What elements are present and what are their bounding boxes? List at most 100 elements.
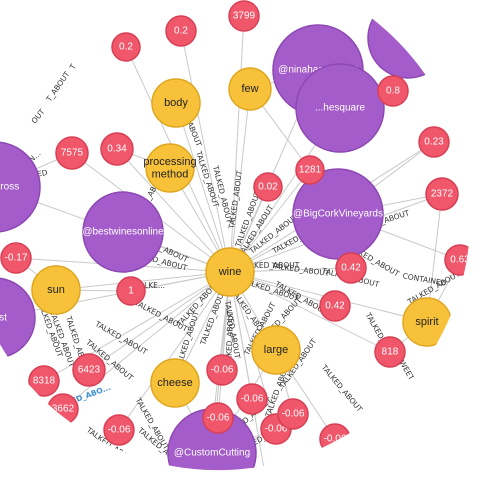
- node-circle[interactable]: [205, 247, 255, 297]
- graph-edge[interactable]: [55, 271, 231, 291]
- node-circle[interactable]: [374, 336, 406, 368]
- graph-node-concept[interactable]: few: [228, 67, 272, 111]
- node-circle[interactable]: [228, 67, 272, 111]
- graph-node-number[interactable]: 1: [116, 276, 146, 306]
- graph-node-number[interactable]: 0.23: [418, 126, 450, 158]
- graph-edge[interactable]: [88, 271, 231, 371]
- graph-node-concept[interactable]: spirit: [402, 297, 452, 347]
- graph-node-number[interactable]: 0.2: [165, 15, 197, 47]
- node-circle[interactable]: [0, 277, 36, 359]
- node-circle[interactable]: [184, 469, 226, 500]
- node-label: -0.06: [108, 425, 131, 436]
- graph-node-number[interactable]: 0.34: [100, 132, 134, 166]
- node-circle[interactable]: [236, 383, 268, 415]
- node-circle[interactable]: [490, 210, 500, 270]
- graph-edge[interactable]: [229, 88, 251, 273]
- node-circle[interactable]: [100, 132, 134, 166]
- graph-node-user[interactable]: @bestwinesonline: [82, 191, 164, 273]
- node-circle[interactable]: [335, 252, 367, 284]
- graph-edge[interactable]: [229, 271, 269, 492]
- graph-node-number[interactable]: 0.42: [335, 252, 367, 284]
- graph-node-user[interactable]: [367, 0, 449, 79]
- node-circle[interactable]: [165, 15, 197, 47]
- node-circle[interactable]: [55, 136, 89, 170]
- node-circle[interactable]: [245, 469, 291, 500]
- graph-node-user[interactable]: [490, 210, 500, 270]
- node-circle[interactable]: [151, 78, 201, 128]
- node-circle[interactable]: [418, 126, 450, 158]
- node-label: 7575: [61, 148, 84, 159]
- node-label: -0.06: [207, 413, 230, 424]
- node-circle[interactable]: [253, 172, 283, 202]
- graph-node-concept[interactable]: sun: [31, 265, 81, 315]
- node-circle[interactable]: [448, 388, 479, 420]
- graph-edge[interactable]: [180, 30, 231, 273]
- node-circle[interactable]: [82, 191, 164, 273]
- graph-node-user[interactable]: ...hesquare: [295, 63, 385, 153]
- graph-node-user[interactable]: otList: [0, 277, 36, 359]
- graph-node-number[interactable]: 1281: [295, 155, 325, 185]
- graph-node-number[interactable]: 7575: [55, 136, 89, 170]
- node-label: large: [264, 344, 288, 356]
- graph-edge[interactable]: [118, 271, 231, 431]
- node-circle[interactable]: [295, 155, 325, 185]
- graph-node-number[interactable]: 6423: [72, 353, 106, 387]
- graph-node-number[interactable]: -0.06: [103, 414, 135, 446]
- node-circle[interactable]: [295, 63, 385, 153]
- node-label: 818: [382, 347, 399, 358]
- graph-edge[interactable]: [229, 271, 391, 353]
- node-circle[interactable]: [116, 276, 146, 306]
- graph-node-number[interactable]: 0.2: [111, 32, 141, 62]
- node-circle[interactable]: [28, 365, 60, 397]
- node-circle[interactable]: [319, 290, 351, 322]
- node-circle[interactable]: [0, 141, 41, 233]
- graph-edge[interactable]: [116, 148, 231, 273]
- graph-node-number[interactable]: 3662: [47, 393, 79, 425]
- graph-node-number[interactable]: 8318: [28, 365, 60, 397]
- graph-node-number[interactable]: 0.02: [253, 172, 283, 202]
- node-circle[interactable]: [377, 75, 409, 107]
- graph-node-concept[interactable]: wine: [205, 247, 255, 297]
- graph-node-number[interactable]: 0.42: [319, 290, 351, 322]
- graph-edge[interactable]: [229, 15, 245, 273]
- node-circle[interactable]: [202, 402, 234, 434]
- graph-node-concept[interactable]: [184, 469, 226, 500]
- graph-node-number[interactable]: -0.17: [0, 242, 32, 274]
- node-circle[interactable]: [31, 265, 81, 315]
- node-circle[interactable]: [72, 353, 106, 387]
- graph-node-number[interactable]: 818: [374, 336, 406, 368]
- node-circle[interactable]: [103, 414, 135, 446]
- graph-node-number[interactable]: 2372: [425, 177, 459, 211]
- graph-node-number[interactable]: 0.8: [377, 75, 409, 107]
- node-circle[interactable]: [111, 32, 141, 62]
- graph-node-number[interactable]: 7536: [448, 388, 479, 420]
- graph-node-user[interactable]: @BigCorkVineyards: [292, 168, 384, 260]
- graph-node-number[interactable]: -0.06: [206, 354, 238, 386]
- graph-node-concept[interactable]: body: [151, 78, 201, 128]
- node-circle[interactable]: [292, 168, 384, 260]
- node-circle[interactable]: [228, 0, 260, 32]
- graph-node-number[interactable]: -0.06: [236, 383, 268, 415]
- node-circle[interactable]: [150, 358, 200, 408]
- node-circle[interactable]: [367, 0, 449, 79]
- node-circle[interactable]: [277, 398, 309, 430]
- graph-node-number[interactable]: -0.06: [319, 423, 351, 455]
- graph-node-number[interactable]: 0.63: [444, 244, 475, 276]
- node-label: cheese: [157, 377, 192, 389]
- graph-edge[interactable]: [175, 102, 231, 273]
- node-circle[interactable]: [0, 242, 32, 274]
- graph-node-number[interactable]: -0.06: [202, 402, 234, 434]
- graph-node-concept[interactable]: large: [251, 325, 301, 375]
- node-circle[interactable]: [251, 325, 301, 375]
- graph-node-number[interactable]: 3799: [228, 0, 260, 32]
- graph-node-user[interactable]: dylaneross: [0, 141, 41, 233]
- node-circle[interactable]: [206, 354, 238, 386]
- node-circle[interactable]: [425, 177, 459, 211]
- edge-label: T: [67, 62, 78, 72]
- graph-node-concept[interactable]: [245, 469, 291, 500]
- node-circle[interactable]: [145, 143, 195, 193]
- graph-node-number[interactable]: -0.06: [277, 398, 309, 430]
- graph-node-concept[interactable]: cheese: [150, 358, 200, 408]
